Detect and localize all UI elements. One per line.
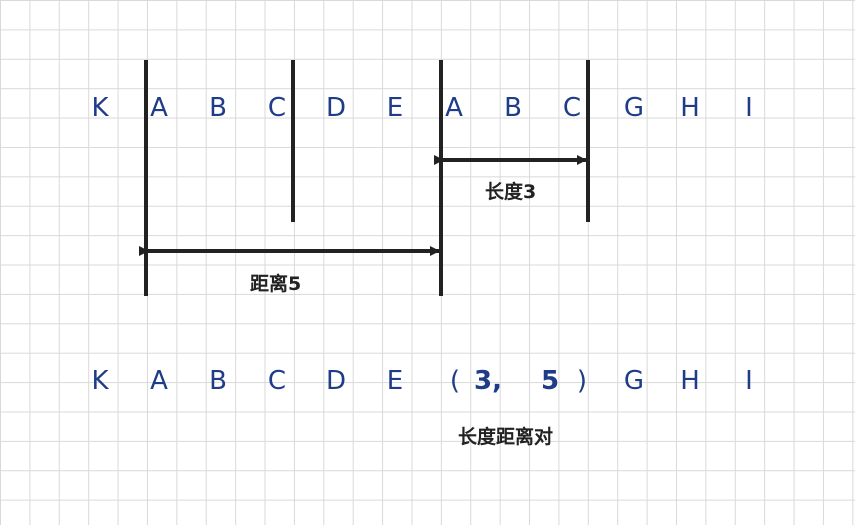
distance-label: 距离5	[250, 273, 302, 295]
bottom-letter: E	[386, 366, 404, 396]
top-letter: C	[267, 93, 287, 123]
top-letter: C	[562, 93, 582, 123]
top-letter: E	[386, 93, 404, 123]
pair-label: 长度距离对	[458, 426, 554, 448]
top-letter: H	[680, 93, 700, 123]
bottom-letter: I	[745, 366, 753, 396]
top-letter: G	[623, 93, 645, 123]
tuple-close-paren: )	[576, 366, 588, 396]
tuple-open-paren: (	[449, 366, 461, 396]
tuple-distance-value: 5	[540, 366, 560, 396]
bottom-letter: B	[209, 366, 227, 396]
top-letter: K	[91, 93, 109, 123]
bottom-letter: H	[680, 366, 700, 396]
bottom-letter: D	[325, 366, 347, 396]
length-label: 长度3	[485, 181, 537, 203]
tuple-length-value: 3,	[474, 366, 502, 396]
top-letter: A	[445, 93, 463, 123]
top-letter: I	[745, 93, 753, 123]
top-letter: B	[209, 93, 227, 123]
top-letter: B	[504, 93, 522, 123]
bottom-letter: K	[91, 366, 109, 396]
top-letter: D	[325, 93, 347, 123]
bottom-letter: G	[623, 366, 645, 396]
bottom-letter: A	[150, 366, 168, 396]
bottom-letter: C	[267, 366, 287, 396]
top-letter: A	[150, 93, 168, 123]
